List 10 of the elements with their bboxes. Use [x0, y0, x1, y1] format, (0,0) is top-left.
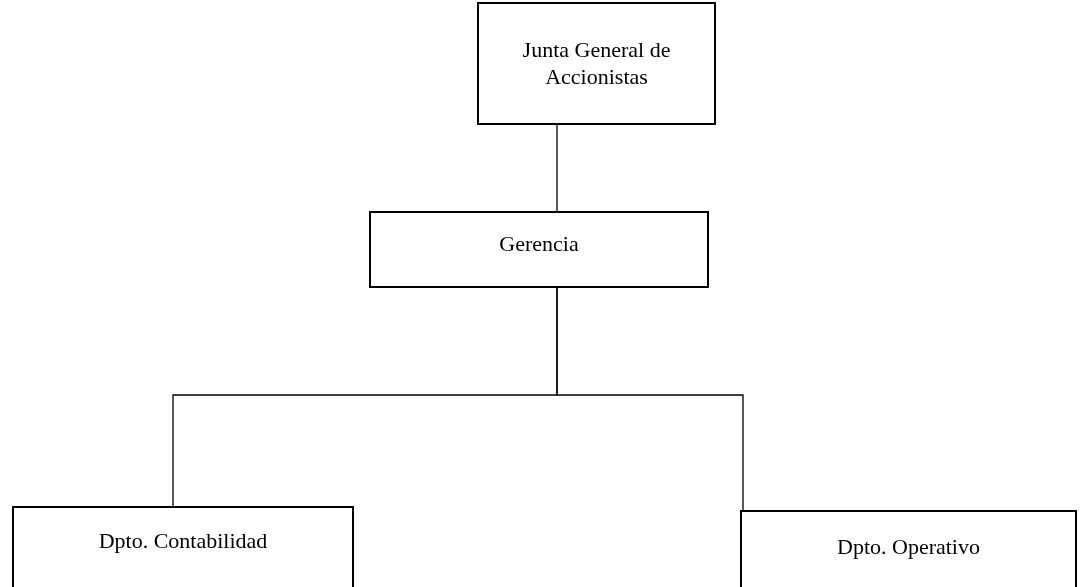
connector-line	[556, 124, 558, 212]
org-unit-box	[369, 211, 709, 288]
org-unit-box	[740, 510, 1077, 587]
unit-name: Junta General de Accionistas	[521, 37, 672, 90]
org-unit-box	[12, 506, 354, 587]
unit-name: Dpto. Contabilidad	[98, 528, 268, 555]
org-unit-box	[477, 2, 716, 125]
unit-name: Gerencia	[499, 231, 579, 258]
connector-line	[556, 287, 744, 511]
unit-name: Dpto. Operativo	[837, 534, 980, 561]
